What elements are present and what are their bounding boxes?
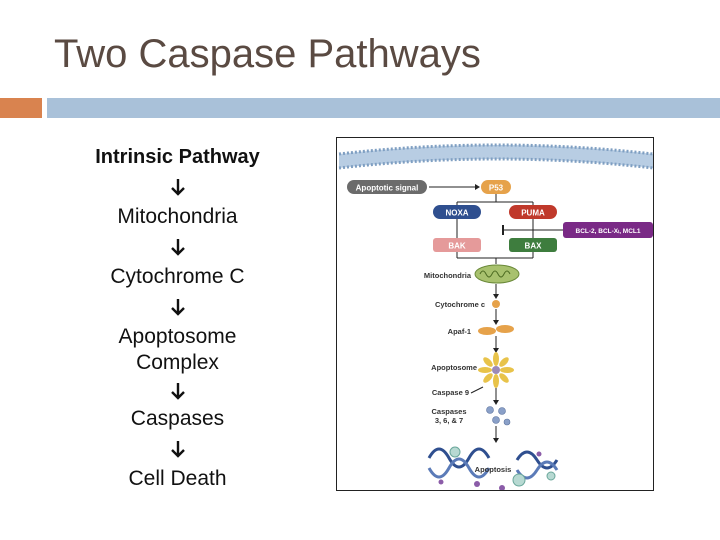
puma-box: [509, 205, 557, 219]
apoptosis-scene-icon: [427, 446, 559, 490]
apoptosome-icon: [478, 352, 514, 388]
apoptosome-label: Apoptosome: [431, 363, 477, 372]
apaf1-label: Apaf-1: [448, 327, 471, 336]
caspases-label-line1: Caspases: [431, 407, 466, 416]
caspase9-label: Caspase 9: [432, 388, 469, 397]
step-mitochondria: Mitochondria: [117, 205, 238, 228]
step-intrinsic-pathway: Intrinsic Pathway: [95, 146, 260, 168]
down-arrow-icon: [50, 376, 305, 406]
p53-label: P53: [489, 184, 504, 193]
down-arrow-icon: [50, 170, 305, 204]
bcl-box: [563, 222, 653, 238]
down-arrow-icon: [50, 290, 305, 324]
bax-box: [509, 238, 557, 252]
mitochondria-icon: [474, 264, 520, 284]
apoptotic-signal-label: Apoptotic signal: [356, 184, 419, 193]
apaf1-icon: [478, 325, 514, 335]
caspases-label-line2: 3, 6, & 7: [435, 416, 463, 425]
pathway-flow: Intrinsic Pathway Mitochondria Cytochrom…: [50, 144, 305, 492]
puma-label: PUMA: [521, 209, 545, 218]
cell-membrane: [338, 143, 653, 170]
caspases-icon: [486, 406, 511, 426]
down-arrow-icon: [50, 230, 305, 264]
step-apoptosome-complex: Apoptosome Complex: [118, 325, 237, 374]
p53-box: [481, 180, 511, 194]
bax-label: BAX: [525, 242, 543, 251]
cytochrome-c-label: Cytochrome c: [435, 300, 485, 309]
apoptotic-signal-box: [347, 180, 427, 194]
apoptosis-label: Apoptosis: [475, 465, 512, 474]
step-cytochrome-c: Cytochrome C: [110, 265, 245, 288]
bcl-label: BCL-2, BCL-Xₗ, MCL1: [576, 228, 641, 235]
accent-bar-blue: [47, 98, 720, 118]
noxa-box: [433, 205, 481, 219]
bak-box: [433, 238, 481, 252]
apoptosis-pathway-figure: Apoptotic signal P53 NOXA PUMA BCL-2, BC…: [336, 137, 654, 491]
cytochrome-c-icon: [492, 300, 500, 308]
slide-title: Two Caspase Pathways: [54, 32, 481, 76]
accent-bar-orange: [0, 98, 42, 118]
mitochondria-label: Mitochondria: [424, 271, 472, 280]
noxa-label: NOXA: [445, 209, 468, 218]
bak-label: BAK: [448, 242, 466, 251]
down-arrow-icon: [50, 432, 305, 466]
step-caspases: Caspases: [130, 407, 225, 430]
step-cell-death: Cell Death: [128, 467, 227, 490]
